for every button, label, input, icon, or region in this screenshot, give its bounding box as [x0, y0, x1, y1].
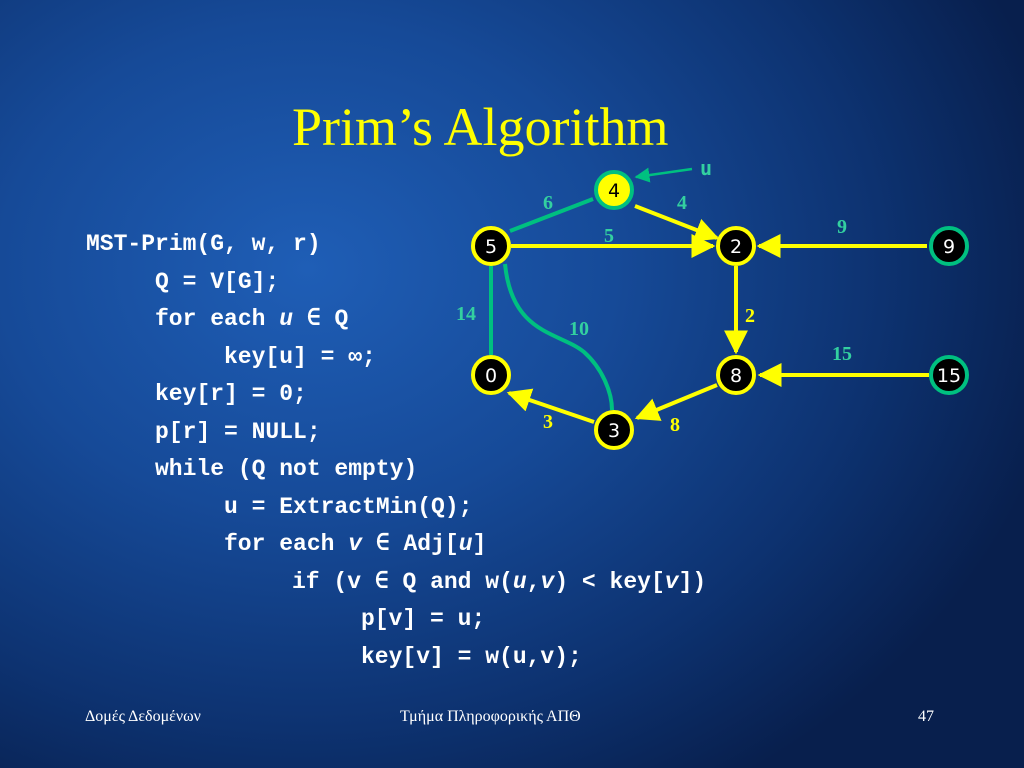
node-15: 15: [929, 355, 969, 395]
code-var-v: v: [348, 531, 363, 557]
node-5: 5: [471, 226, 511, 266]
pointer-label-u: u: [700, 156, 712, 180]
code-line-9: for each v ∈ Adj[u]: [224, 533, 486, 556]
code-line-11: p[v] = u;: [361, 606, 486, 632]
code-line-12: key[v] = w(u,v);: [361, 644, 582, 670]
node-label: 5: [485, 236, 497, 258]
code-line-3: for each u ∈ Q: [155, 308, 348, 331]
weight-5-3: 10: [569, 318, 589, 340]
code-text: ∈ Adj[: [362, 531, 459, 557]
code-var-u: u: [458, 531, 473, 557]
edge-5-4: [509, 197, 594, 233]
weight-5-0: 14: [456, 303, 476, 325]
edge-3-0: [506, 388, 595, 424]
edge-4-2: [634, 204, 720, 242]
node-label: 2: [730, 236, 742, 258]
code-line-4: key[u] = ∞;: [224, 344, 376, 370]
code-var-u: u: [512, 569, 527, 595]
node-label: 9: [943, 236, 955, 258]
node-label: 0: [485, 365, 497, 387]
pointer-arrow: [634, 167, 693, 183]
node-label: 3: [608, 420, 620, 442]
edge-5-3: [503, 263, 614, 411]
node-label: 8: [730, 365, 742, 387]
footer-left: Δομές Δεδομένων: [85, 708, 201, 725]
weight-8-3: 8: [670, 414, 680, 436]
code-text: ) < key[: [554, 569, 665, 595]
page-number: 47: [918, 708, 934, 725]
node-4: 4: [594, 170, 634, 210]
node-3: 3: [594, 410, 634, 450]
code-text: ∈ Q: [293, 306, 349, 332]
code-text: ,: [526, 569, 541, 595]
weight-3-0: 3: [543, 411, 553, 433]
code-text: ]): [678, 569, 707, 595]
node-0: 0: [471, 355, 511, 395]
code-line-2: Q = V[G];: [155, 269, 280, 295]
code-text: for each: [155, 306, 280, 332]
weight-5-4: 6: [543, 192, 553, 214]
code-line-6: p[r] = NULL;: [155, 419, 321, 445]
code-var-u: u: [279, 306, 294, 332]
weight-5-2: 5: [604, 225, 614, 247]
code-text: if (v ∈ Q and w(: [292, 569, 513, 595]
node-8: 8: [716, 355, 756, 395]
weight-9-2: 9: [837, 216, 847, 238]
pseudocode-block: MST-Prim(G, w, r) Q = V[G]; for each u ∈…: [86, 0, 846, 700]
edge-8-3: [634, 383, 718, 421]
node-9: 9: [929, 226, 969, 266]
code-text: ]: [472, 531, 487, 557]
code-var-v: v: [664, 569, 679, 595]
node-label: 4: [608, 180, 620, 202]
code-line-7: while (Q not empty): [155, 456, 418, 482]
weight-15-8: 15: [832, 343, 852, 365]
code-text: for each: [224, 531, 349, 557]
code-line-1: MST-Prim(G, w, r): [86, 231, 321, 257]
node-label: 15: [937, 365, 961, 387]
code-line-5: key[r] = 0;: [155, 381, 307, 407]
weight-4-2: 4: [677, 192, 687, 214]
weight-2-8: 2: [745, 305, 755, 327]
footer-center: Τμήμα Πληροφορικής ΑΠΘ: [400, 708, 581, 725]
code-line-10: if (v ∈ Q and w(u,v) < key[v]): [292, 571, 706, 594]
node-2: 2: [716, 226, 756, 266]
code-var-v: v: [540, 569, 555, 595]
slide-title: Prim’s Algorithm: [292, 97, 669, 157]
code-line-8: u = ExtractMin(Q);: [224, 494, 473, 520]
